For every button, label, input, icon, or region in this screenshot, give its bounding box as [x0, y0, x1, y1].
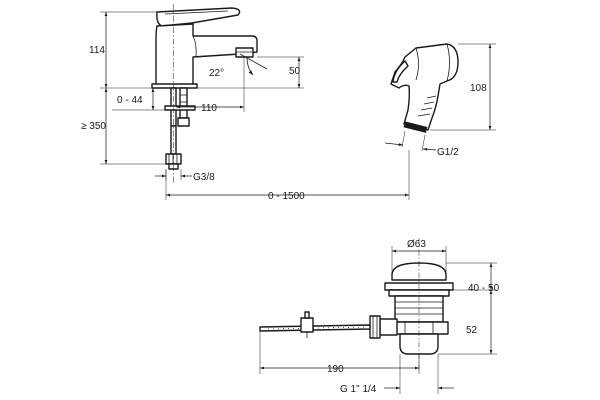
faucet-lever [156, 7, 241, 27]
hand-shower-head [390, 43, 459, 131]
fixing-stud [179, 87, 188, 119]
faucet-drawing: 22° 114 50 110 0 - 44 ≥ 350 G3/8 0 [81, 4, 410, 202]
hose-length-label: ≥ 350 [81, 121, 106, 132]
pop-up-waste-drawing: Ø63 40 - 50 52 190 G 1" 1/4 [259, 238, 500, 395]
waste-depth-label: 52 [466, 325, 478, 336]
hand-shower-drawing: 108 G1/2 [384, 43, 496, 158]
fixing-nut [177, 117, 190, 127]
hose-span-label: 0 - 1500 [268, 191, 305, 202]
spout-height-label: 50 [289, 66, 301, 77]
clevis-screw [304, 311, 310, 319]
lift-rod [259, 324, 371, 332]
clevis-clamp [300, 317, 314, 333]
spout-reach-label: 110 [201, 103, 217, 114]
faucet-aerator [235, 47, 254, 58]
faucet-height-label: 114 [89, 45, 105, 56]
rod-length-label: 190 [327, 364, 344, 375]
deck-thickness-label: 0 - 44 [117, 95, 143, 106]
waste-diameter-label: Ø63 [407, 239, 426, 250]
plug-lift-label: 40 - 50 [468, 283, 500, 294]
pivot-housing [379, 318, 398, 336]
fixing-washer [164, 105, 196, 111]
inlet-thread-label: G3/8 [193, 172, 215, 183]
pivot-nut [369, 315, 381, 339]
handshower-thread-label: G1/2 [437, 147, 459, 158]
lever-angle-label: 22° [209, 68, 224, 79]
handshower-length-label: 108 [470, 83, 487, 94]
waste-thread-label: G 1" 1/4 [340, 384, 377, 395]
hand-shower-thread [403, 121, 428, 133]
hand-shower-trigger [392, 60, 409, 83]
